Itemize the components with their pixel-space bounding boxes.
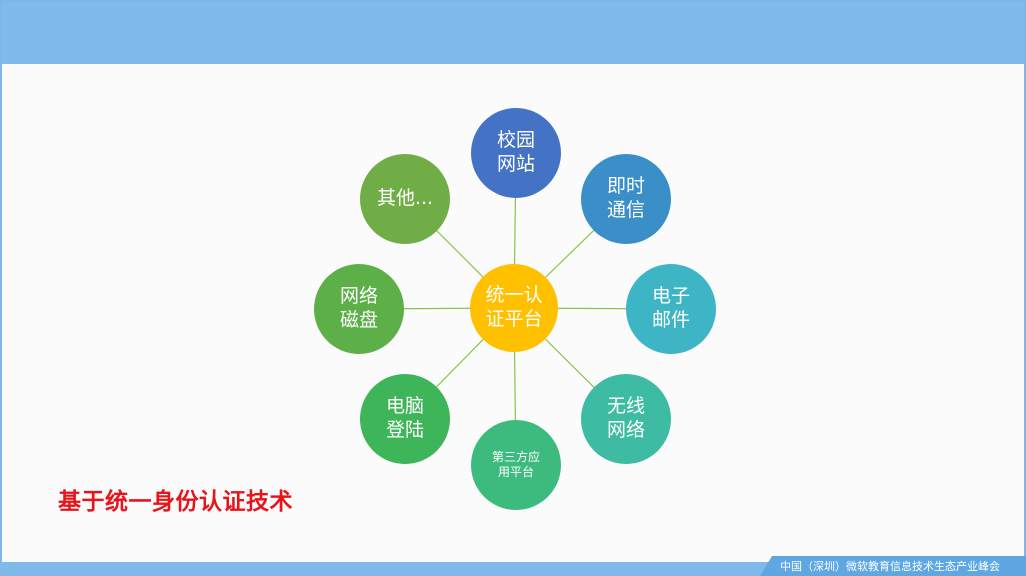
- header-band: [0, 0, 1026, 64]
- node-other: 其他...: [360, 154, 450, 244]
- slide-title: 基于统一身份认证技术: [58, 489, 293, 515]
- node-email: 电子 邮件: [626, 264, 716, 354]
- footer-tab: [760, 556, 1026, 576]
- footer-text: 中国（深圳）微软教育信息技术生态产业峰会: [780, 560, 1000, 573]
- node-wireless-network: 无线 网络: [581, 374, 671, 464]
- node-third-party-platform: 第三方应 用平台: [471, 420, 561, 510]
- node-campus-website: 校园 网站: [471, 108, 561, 198]
- center-node-unified-auth: 统一认 证平台: [470, 264, 558, 352]
- node-pc-login: 电脑 登陆: [360, 374, 450, 464]
- node-network-disk: 网络 磁盘: [314, 264, 404, 354]
- node-instant-messaging: 即时 通信: [581, 154, 671, 244]
